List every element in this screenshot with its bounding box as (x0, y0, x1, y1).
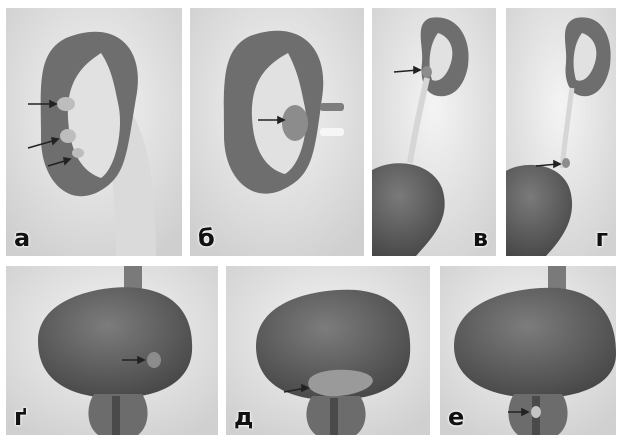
bladder-shape (38, 287, 192, 398)
panel-gg: ґ (6, 266, 218, 435)
bladder-illustration (6, 266, 218, 435)
panel-label: а (14, 226, 30, 250)
panel-label: г (595, 226, 608, 250)
panel-d: д (226, 266, 430, 435)
panel-label: ґ (14, 405, 27, 429)
bladder-illustration (440, 266, 616, 435)
panel-label: д (234, 405, 253, 429)
stone (562, 158, 570, 168)
panel-label: б (198, 226, 215, 250)
panel-v: в (372, 8, 496, 256)
kidney-illustration (6, 8, 182, 256)
panel-a: а (6, 8, 182, 256)
panel-g: г (506, 8, 616, 256)
stone (72, 148, 84, 158)
bladder-illustration (226, 266, 430, 435)
kidney-illustration (506, 8, 616, 256)
stone (60, 129, 76, 143)
panel-e: е (440, 266, 616, 435)
stone (57, 97, 75, 111)
stone (282, 105, 308, 141)
panel-label: е (448, 405, 464, 429)
kidney-illustration (372, 8, 496, 256)
kidney-illustration (190, 8, 364, 256)
stone (422, 66, 432, 78)
panel-b: б (190, 8, 364, 256)
stone (147, 352, 161, 368)
panel-label: в (473, 226, 488, 250)
stone (531, 406, 541, 418)
